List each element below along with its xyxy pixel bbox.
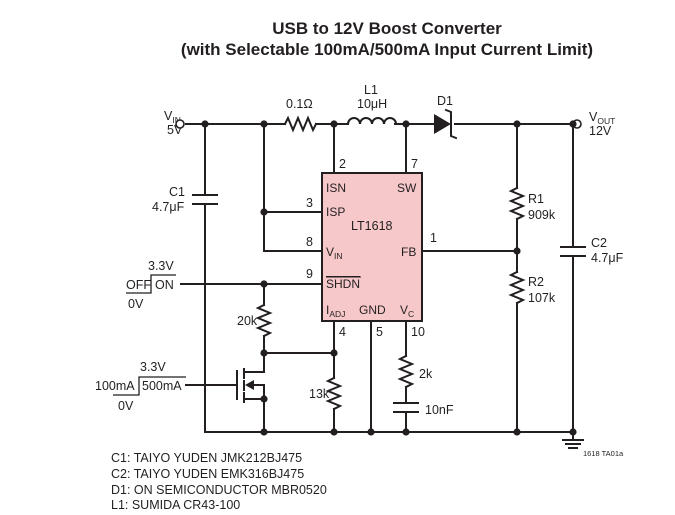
pin-shdn-label: SHDN	[326, 277, 360, 291]
inductor-l1	[346, 117, 398, 126]
figure-id: 1618 TA01a	[583, 449, 624, 458]
r13k-value: 13k	[309, 387, 330, 401]
limit-low-level: 0V	[118, 399, 134, 413]
pin-sw-label: SW	[397, 181, 417, 195]
vout-value: 12V	[589, 124, 612, 138]
ground-symbol	[562, 431, 584, 449]
c1-name: C1	[169, 185, 185, 199]
lt1618-ic	[321, 172, 423, 322]
limit-100ma-label: 100mA	[95, 379, 135, 393]
sense-resistor	[283, 115, 318, 133]
shdn-off-label: OFF	[126, 278, 151, 292]
pin-number-shdn: 9	[306, 267, 313, 281]
note-line: L1: SUMIDA CR43-100	[111, 498, 241, 513]
nmos-transistor	[185, 368, 265, 403]
shdn-low-level: 0V	[128, 297, 144, 311]
pin-number-sw: 7	[411, 157, 418, 171]
pin-fb-label: FB	[401, 245, 416, 259]
pin-number-isp: 3	[306, 196, 313, 210]
limit-500ma-label: 500mA	[142, 379, 182, 393]
limit-high-level: 3.3V	[140, 360, 166, 374]
resistor-r1	[508, 186, 526, 221]
resistor-20k	[255, 303, 273, 338]
pin-iadj-label: IADJ	[326, 303, 345, 319]
note-line: D1: ON SEMICONDUCTOR MBR0520	[111, 482, 327, 497]
r2-name: R2	[528, 275, 544, 289]
vout-label: VOUT	[589, 110, 615, 126]
pin-number-isn: 2	[339, 157, 346, 171]
r1-value: 909k	[528, 208, 556, 222]
c2-name: C2	[591, 236, 607, 250]
component-notes: C1: TAIYO YUDEN JMK212BJ475 C2: TAIYO YU…	[111, 451, 327, 514]
title-line-2: (with Selectable 100mA/500mA Input Curre…	[181, 40, 593, 59]
limit-logic-waveform	[113, 376, 186, 396]
pin-number-fb: 1	[430, 231, 437, 245]
shdn-high-level: 3.3V	[148, 259, 174, 273]
shdn-logic-waveform	[126, 274, 176, 294]
vin-label: VIN	[164, 109, 181, 125]
diode-d1	[434, 108, 458, 140]
pin-number-vc: 10	[411, 325, 425, 339]
note-line: C1: TAIYO YUDEN JMK212BJ475	[111, 451, 303, 465]
resistor-2k	[397, 354, 415, 389]
inductor-name: L1	[364, 83, 378, 97]
diode-name: D1	[437, 94, 453, 108]
r2k-value: 2k	[419, 367, 433, 381]
pin-number-gnd: 5	[376, 325, 383, 339]
r20k-value: 20k	[237, 314, 258, 328]
pin-isn-label: ISN	[326, 181, 346, 195]
pin-vin-label: VIN	[326, 245, 343, 261]
c10nf-value: 10nF	[425, 403, 454, 417]
r2-value: 107k	[528, 291, 556, 305]
pin-isp-label: ISP	[326, 205, 345, 219]
note-line: C2: TAIYO YUDEN EMK316BJ475	[111, 466, 305, 481]
title-line-1: USB to 12V Boost Converter	[272, 19, 502, 38]
ic-part-number: LT1618	[351, 219, 393, 233]
resistor-13k	[325, 376, 343, 411]
resistor-r2	[508, 270, 526, 305]
c2-value: 4.7μF	[591, 251, 624, 265]
pin-number-iadj: 4	[339, 325, 346, 339]
c1-value: 4.7μF	[152, 200, 185, 214]
pin-vc-label: VC	[400, 303, 414, 319]
vin-terminal	[175, 119, 185, 129]
pin-gnd-label: GND	[359, 303, 386, 317]
pin-number-vin: 8	[306, 235, 313, 249]
sense-resistor-value: 0.1Ω	[286, 97, 313, 111]
r1-name: R1	[528, 192, 544, 206]
shdn-on-label: ON	[155, 278, 174, 292]
inductor-value: 10μH	[357, 97, 387, 111]
